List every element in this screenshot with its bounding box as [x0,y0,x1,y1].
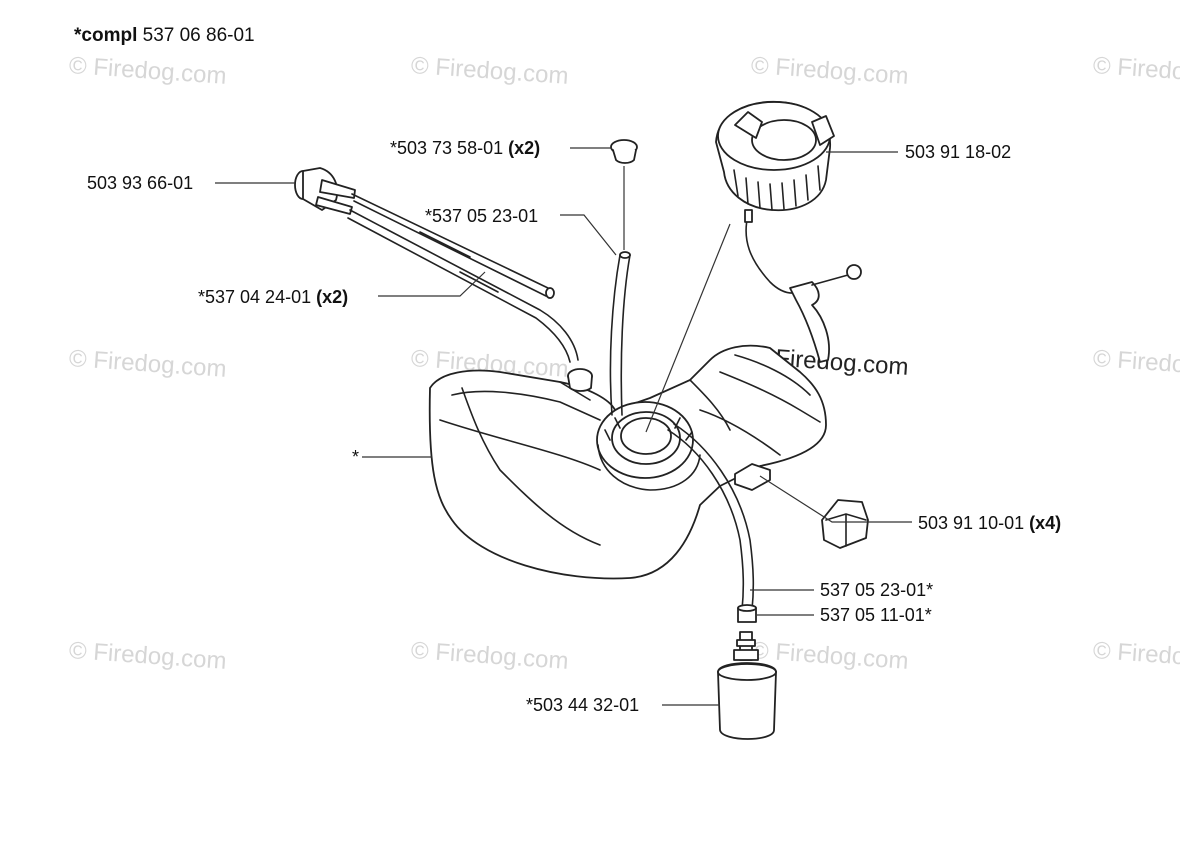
hose-upper [609,251,631,416]
leader-lines [215,147,912,706]
label-filter: *503 44 32-01 [526,694,639,716]
hose-pair [347,193,579,363]
title-bold: *compl [74,25,138,46]
label-tank: * [352,446,359,468]
label-tank-number: * [352,447,360,467]
label-primer-number: 503 93 66-01 [87,173,194,193]
label-fuel-cap: 503 91 18-02 [905,141,1011,163]
fuel-hose [667,423,755,611]
label-damper-number: 503 91 10-01 [918,513,1030,533]
label-hose-pair-qty: (x2) [316,287,349,307]
ring [737,604,757,623]
label-hose-pair: *537 04 24-01 (x2) [198,286,348,308]
label-ring: 537 05 11-01* [820,604,932,626]
label-hose-upper: *537 05 23-01 [425,205,538,227]
label-fuel-hose: 537 05 23-01* [820,579,933,601]
grommet-top [610,139,638,164]
label-grommet-qty: (x2) [508,138,541,158]
title-part-number: 537 06 86-01 [137,25,255,46]
assembly-title: *compl 537 06 86-01 [74,25,255,47]
label-fuel-cap-number: 503 91 18-02 [905,142,1012,162]
damper [734,463,869,549]
label-filter-number: *503 44 32-01 [526,695,640,715]
fuel-tank [428,344,827,580]
label-hose-upper-number: *537 05 23-01 [425,206,539,226]
primer-bulb [294,167,356,215]
fuel-cap [715,101,862,363]
grommet-tank [567,368,593,392]
label-ring-number: 537 05 11-01* [820,605,932,625]
label-hose-pair-number: *537 04 24-01 [198,287,317,307]
label-damper: 503 91 10-01 (x4) [918,512,1061,534]
label-damper-qty: (x4) [1029,513,1062,533]
label-grommet-number: *503 73 58-01 [390,138,509,158]
label-primer: 503 93 66-01 [87,172,193,194]
label-grommet: *503 73 58-01 (x2) [390,137,540,159]
fuel-filter [717,631,777,740]
label-fuel-hose-number: 537 05 23-01* [820,580,934,600]
